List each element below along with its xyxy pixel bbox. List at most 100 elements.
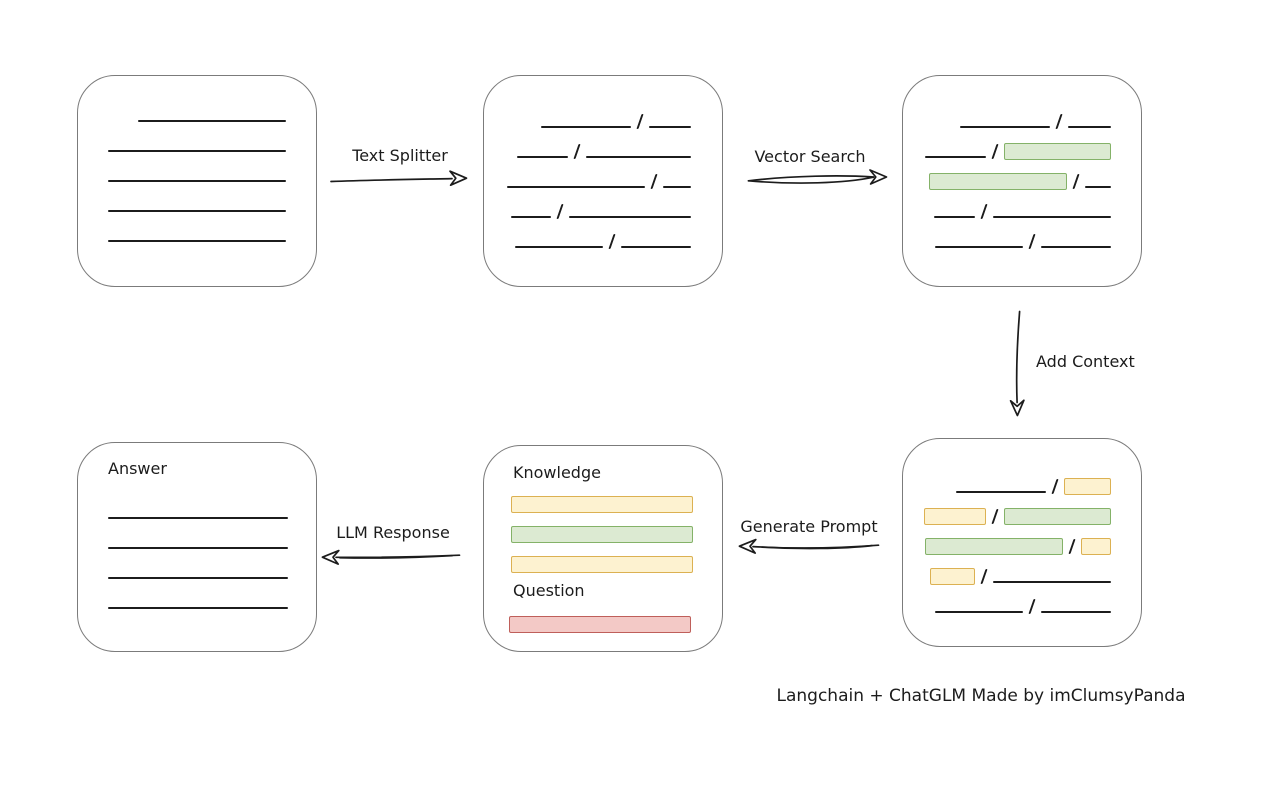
text-line [663,186,691,188]
yellow-chunk [1081,538,1111,555]
text-line [956,491,1046,493]
slash-separator [980,569,988,584]
text-line [925,156,986,158]
content-row [484,160,691,190]
green-chunk [1004,508,1111,525]
slash-separator [1055,114,1063,129]
text-line [649,126,691,128]
text-splitter-arrow [330,170,468,187]
generate-prompt-label: Generate Prompt [740,517,878,536]
text-line [108,210,286,212]
text-line [934,216,975,218]
slash-separator [980,204,988,219]
vector-matched-node [902,75,1142,287]
diagram-caption: Langchain + ChatGLM Made by imClumsyPand… [776,686,1186,706]
yellow-chunk [924,508,986,525]
text-line [935,611,1023,613]
content-row [108,521,316,551]
text-line [993,581,1111,583]
content-row [108,491,316,521]
text-line [1068,126,1111,128]
slash-separator [636,114,644,129]
slash-separator [608,234,616,249]
slash-separator [573,144,581,159]
content-row [903,585,1111,615]
green-chunk [925,538,1063,555]
content-row [108,124,316,154]
content-row [903,525,1111,555]
text-line [541,126,631,128]
slash-separator [1028,234,1036,249]
content-row [903,495,1111,525]
split-chunks-node [483,75,723,287]
document-lines [78,76,316,244]
slash-separator [556,204,564,219]
llm-response-label: LLM Response [336,523,450,542]
context-chunks-node [902,438,1142,647]
text-line [138,120,286,122]
content-row [484,220,691,250]
answer-node: Answer [77,442,317,652]
green-chunk [1004,143,1111,160]
slash-separator [1068,539,1076,554]
text-line [1085,186,1111,188]
content-row [108,581,316,611]
answer-lines [78,443,316,611]
prompt-node: Knowledge Question [483,445,723,652]
text-line [108,150,286,152]
slash-separator [1028,599,1036,614]
content-row [903,160,1111,190]
vector-matched-lines [903,76,1141,250]
knowledge-bar [511,556,693,573]
content-row [108,94,316,124]
content-row [903,555,1111,585]
answer-label: Answer [108,459,167,478]
content-row [108,214,316,244]
text-line [507,186,645,188]
slash-separator [650,174,658,189]
text-line [1041,611,1111,613]
slash-separator [991,144,999,159]
vector-search-arrow [747,169,888,185]
text-line [108,240,286,242]
yellow-chunk [930,568,975,585]
text-line [108,607,288,609]
green-chunk [929,173,1067,190]
split-chunks-lines [484,76,722,250]
add-context-arrow [1009,310,1025,417]
text-line [621,246,691,248]
text-line [586,156,691,158]
text-line [108,180,286,182]
slash-separator [991,509,999,524]
generate-prompt-arrow [738,538,880,554]
slash-separator [1051,479,1059,494]
text-line [517,156,568,158]
content-row [108,551,316,581]
text-line [511,216,551,218]
content-row [903,130,1111,160]
content-row [903,190,1111,220]
llm-response-arrow [321,549,461,565]
document-node [77,75,317,287]
content-row [484,190,691,220]
vector-search-label: Vector Search [754,147,866,166]
question-bar [509,616,691,633]
text-line [515,246,603,248]
text-line [935,246,1023,248]
slash-separator [1072,174,1080,189]
add-context-label: Add Context [1036,352,1135,371]
text-line [1041,246,1111,248]
content-row [108,154,316,184]
text-splitter-label: Text Splitter [352,146,448,165]
knowledge-bar [511,526,693,543]
yellow-chunk [1064,478,1111,495]
text-line [108,547,288,549]
text-line [108,577,288,579]
content-row [484,100,691,130]
indent-space [108,123,130,124]
content-row [484,130,691,160]
question-label: Question [513,581,585,600]
knowledge-label: Knowledge [513,463,601,482]
text-line [108,517,288,519]
